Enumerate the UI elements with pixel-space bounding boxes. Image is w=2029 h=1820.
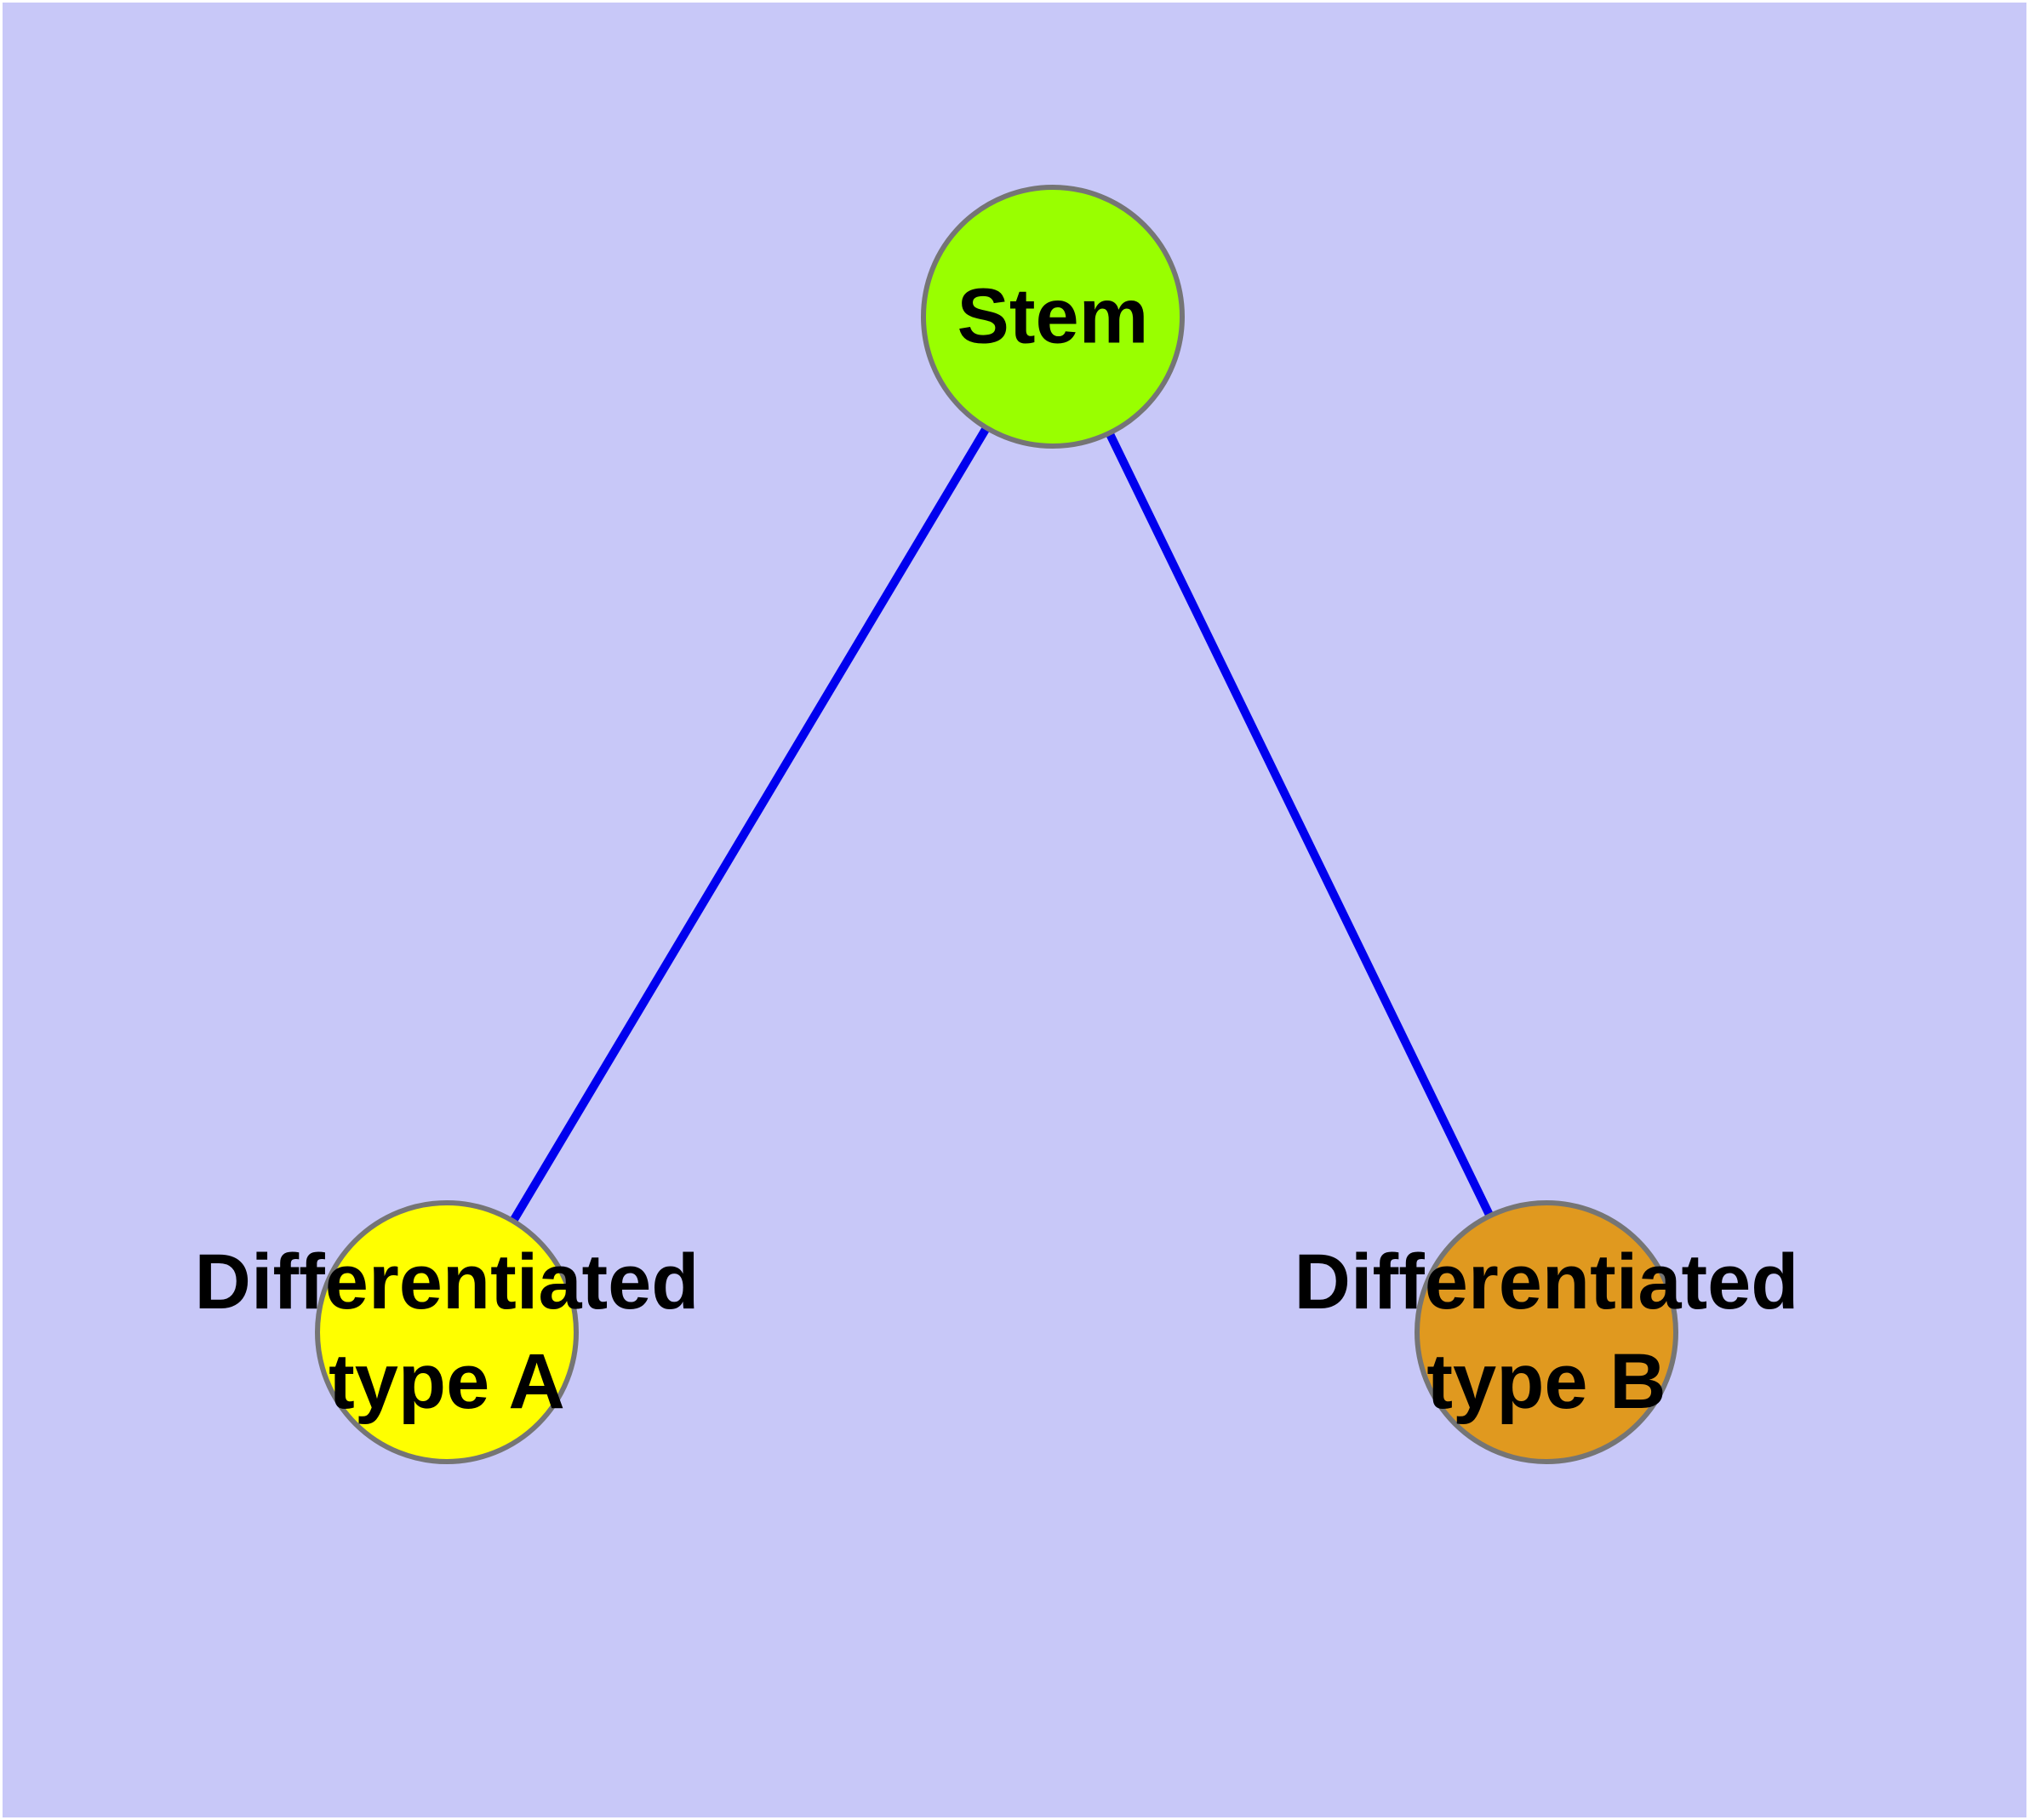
node-stem — [921, 185, 1185, 449]
node-differentiated-type-b — [1415, 1200, 1678, 1464]
diagram-canvas: Stem Differentiated type A Differentiate… — [3, 3, 2026, 1817]
edge-stem-to-type-b — [1049, 314, 1551, 1335]
node-differentiated-type-a — [315, 1200, 579, 1464]
graph — [315, 185, 1678, 1464]
edge-stem-to-type-a — [443, 314, 1057, 1335]
